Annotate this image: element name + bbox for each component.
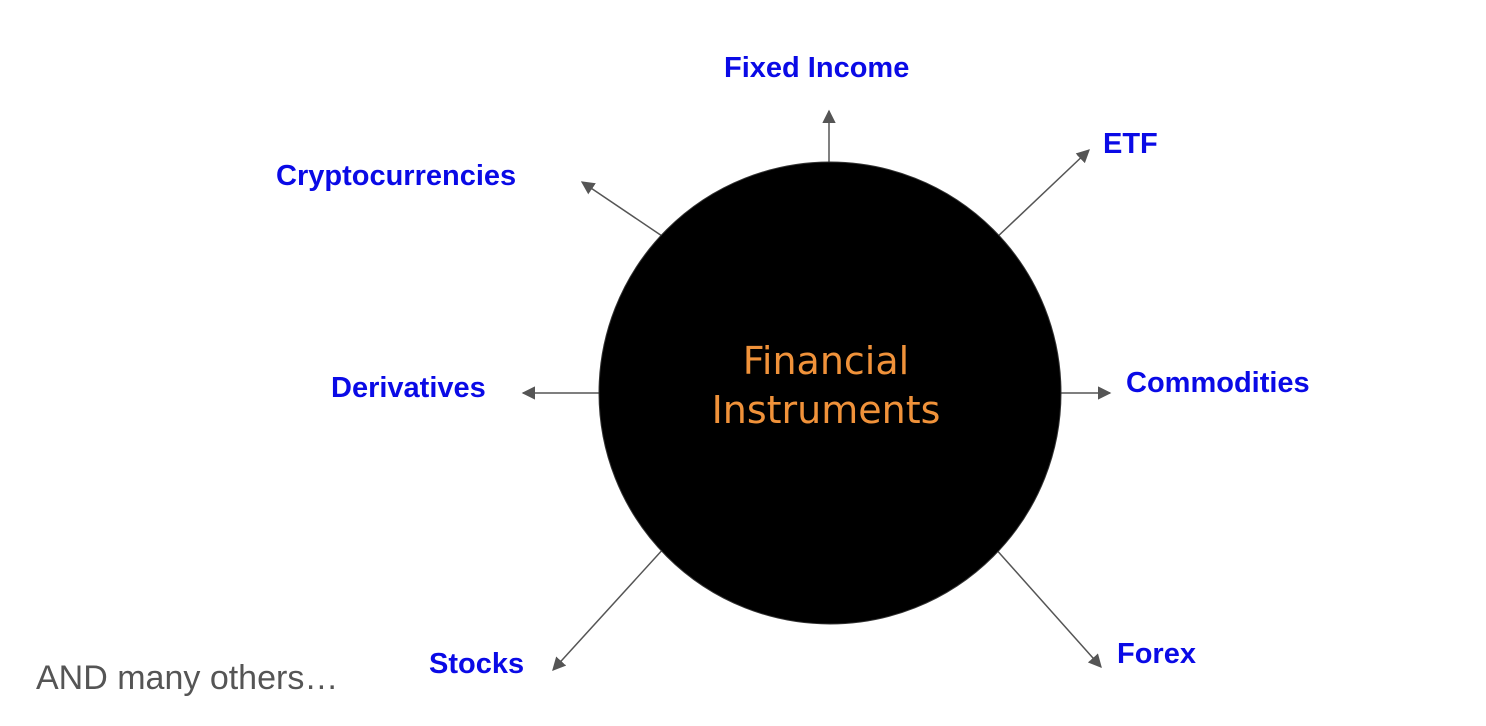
node-etf: ETF — [1103, 128, 1158, 160]
center-label-line1: Financial — [743, 339, 909, 383]
central-circle — [598, 161, 1062, 625]
connector-forex — [993, 546, 1102, 669]
node-forex: Forex — [1117, 638, 1196, 670]
node-stocks: Stocks — [429, 648, 524, 680]
node-commodities: Commodities — [1126, 367, 1310, 399]
connector-etf — [993, 149, 1090, 241]
node-derivatives: Derivatives — [331, 372, 486, 404]
connector-stocks — [552, 546, 666, 671]
center-label-line2: Instruments — [712, 388, 941, 432]
connector-cryptocurrencies — [580, 181, 666, 239]
footnote-text: AND many others… — [36, 659, 339, 697]
node-fixed-income: Fixed Income — [724, 52, 909, 84]
node-cryptocurrencies: Cryptocurrencies — [276, 160, 516, 192]
